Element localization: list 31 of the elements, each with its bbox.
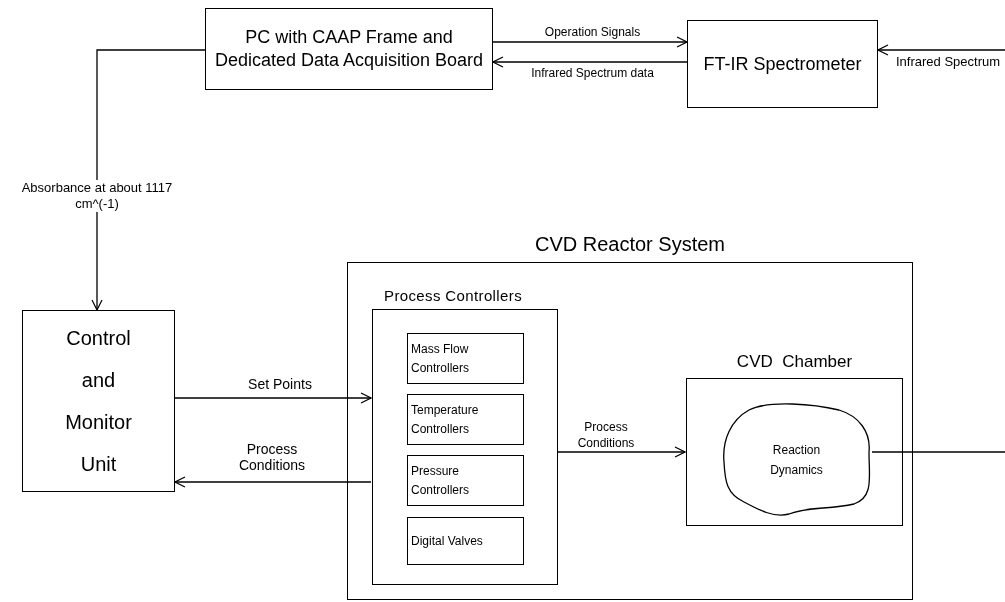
controller-box xyxy=(407,394,524,445)
node-label: PC with CAAP Frame and Dedicated Data Acquisition Board xyxy=(213,26,485,72)
spectrometer-box xyxy=(687,20,878,108)
edge-label: Set Points xyxy=(247,376,313,392)
edge-label: Process Conditions xyxy=(576,419,636,451)
node-label: Control and Monitor Unit xyxy=(64,326,133,477)
edge-label: Process Conditions xyxy=(237,441,307,473)
arrow xyxy=(492,56,688,68)
control-unit-box xyxy=(22,310,175,492)
node-label: Process Controllers xyxy=(384,285,522,306)
arrow xyxy=(877,44,1005,56)
controller-box xyxy=(407,517,524,565)
arrow xyxy=(492,36,688,48)
controller-box xyxy=(407,333,524,384)
arrow xyxy=(556,446,686,458)
edge-label: Operation Signals xyxy=(543,24,642,40)
node-label: Temperature Controllers xyxy=(410,401,480,438)
controller-box xyxy=(407,455,524,506)
arrow xyxy=(174,392,372,404)
edge-label: Infrared Spectrum data xyxy=(530,65,655,81)
computer-box xyxy=(205,8,493,90)
node-label: CVD Chamber xyxy=(736,351,853,374)
arrow xyxy=(91,49,206,311)
node-label: FT-IR Spectrometer xyxy=(702,52,863,76)
node-label: Pressure Controllers xyxy=(410,462,471,499)
node-label: CVD Reactor System xyxy=(534,232,726,257)
node-label: Digital Valves xyxy=(410,532,484,550)
edge-label: Infrared Spectrum xyxy=(894,54,1001,70)
node-label: Mass Flow Controllers xyxy=(410,340,471,377)
arrow xyxy=(174,476,372,488)
node-label: Reaction Dynamics xyxy=(769,441,824,479)
